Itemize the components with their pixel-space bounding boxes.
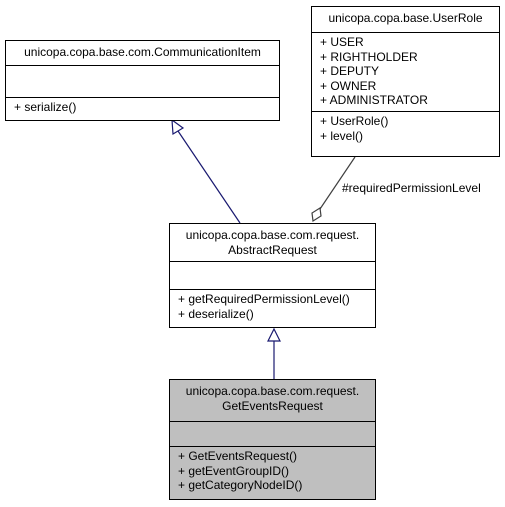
class-get-events-request[interactable]: unicopa.copa.base.com.request. GetEvents… — [169, 379, 376, 500]
class-name-package: unicopa.copa.base.com.request. — [185, 384, 360, 398]
attribute-user: + USER — [320, 35, 364, 49]
operations-section: + GetEventsRequest() + getEventGroupID()… — [170, 446, 375, 495]
class-name-package: unicopa.copa.base.com.request. — [185, 228, 360, 242]
class-name: AbstractRequest — [228, 242, 317, 257]
attribute-rightholder: + RIGHTHOLDER — [320, 49, 418, 64]
class-title: unicopa.copa.base.com.request. AbstractR… — [170, 224, 375, 261]
class-abstract-request[interactable]: unicopa.copa.base.com.request. AbstractR… — [169, 223, 376, 328]
operation-level: + level() — [320, 128, 364, 143]
class-title: unicopa.copa.base.UserRole — [312, 7, 499, 32]
operations-section: + UserRole() + level() — [312, 111, 499, 145]
operations-section: + serialize() — [6, 97, 279, 117]
operation-get-required-permission-level: + getRequiredPermissionLevel() — [178, 292, 350, 306]
class-user-role[interactable]: unicopa.copa.base.UserRole + USER + RIGH… — [311, 6, 500, 157]
class-communication-item[interactable]: unicopa.copa.base.com.CommunicationItem … — [5, 40, 280, 121]
operation-get-category-node-id: + getCategoryNodeID() — [178, 478, 303, 492]
operation-user-role: + UserRole() — [320, 114, 389, 128]
class-title: unicopa.copa.base.com.request. GetEvents… — [170, 380, 375, 421]
operation-serialize: + serialize() — [14, 100, 77, 114]
operation-get-event-group-id: + getEventGroupID() — [178, 463, 290, 478]
operation-deserialize: + deserialize() — [178, 306, 254, 321]
attribute-owner: + OWNER — [320, 78, 377, 93]
inheritance-edge-communication-item — [171, 118, 241, 224]
operations-section: + getRequiredPermissionLevel() + deseria… — [170, 289, 375, 323]
inheritance-edge-abstract-request — [267, 327, 281, 379]
attributes-section — [6, 65, 279, 97]
attribute-administrator: + ADMINISTRATOR — [320, 93, 428, 107]
operation-get-events-request: + GetEventsRequest() — [178, 449, 298, 463]
attributes-section: + USER + RIGHTHOLDER + DEPUTY + OWNER + … — [312, 32, 499, 111]
attributes-section — [170, 261, 375, 289]
class-name: GetEventsRequest — [222, 398, 323, 413]
attributes-section — [170, 421, 375, 446]
required-permission-level-label: #requiredPermissionLevel — [342, 181, 481, 195]
class-name: unicopa.copa.base.com.CommunicationItem — [24, 45, 261, 59]
attribute-deputy: + DEPUTY — [320, 64, 380, 78]
class-title: unicopa.copa.base.com.CommunicationItem — [6, 41, 279, 65]
association-edge-required-permission — [311, 156, 356, 223]
class-name: unicopa.copa.base.UserRole — [328, 11, 483, 25]
